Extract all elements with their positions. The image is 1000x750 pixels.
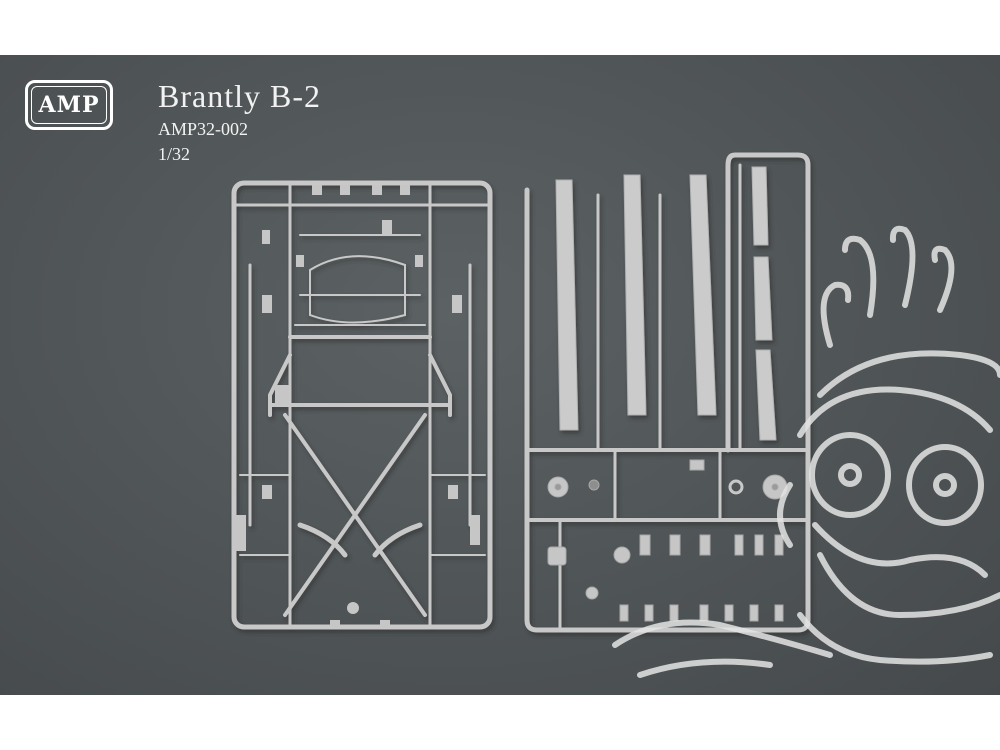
product-code: AMP32-002: [158, 119, 249, 139]
sprue-illustration: [231, 152, 1000, 678]
amp-logo: AMP: [25, 80, 113, 130]
rotor-blades: [555, 166, 777, 441]
left-sprue-parts: [232, 185, 480, 628]
amp-logo-text: AMP: [31, 86, 107, 124]
left-sprue-frame: [231, 180, 493, 630]
product-scale: 1/32: [158, 144, 191, 164]
right-sprue-parts: [547, 459, 788, 622]
product-title: Brantly B-2: [158, 78, 321, 114]
right-sprue-frame: [524, 152, 811, 633]
product-photo: AMP Brantly B-2 AMP32-002 1/32: [0, 55, 1000, 695]
mascot-watermark-icon: [612, 225, 1000, 678]
